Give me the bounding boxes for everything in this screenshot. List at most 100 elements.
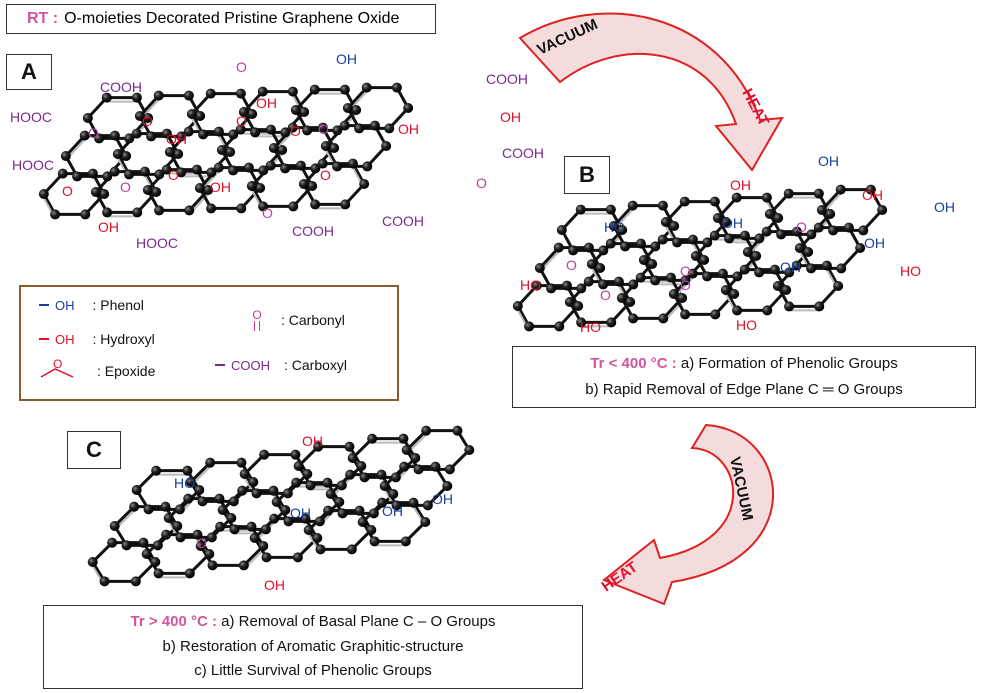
carbon-atom	[250, 127, 261, 138]
carbon-atom	[742, 247, 753, 257]
functional-group-label: OH	[382, 503, 403, 519]
carbon-atom	[143, 113, 154, 123]
carbon-atom	[124, 169, 135, 180]
carbon-atom	[336, 480, 347, 491]
functional-group-label: COOH	[100, 79, 142, 95]
carbon-atom	[153, 90, 164, 101]
carbon-atom	[124, 133, 135, 144]
hydroxyl-symbol: OH	[55, 331, 75, 347]
carbon-atom	[658, 313, 669, 324]
carbon-atom	[531, 280, 542, 291]
carbon-atom	[329, 143, 340, 153]
functional-group-label: O	[236, 59, 247, 75]
carbon-atom	[816, 205, 827, 215]
carbon-atom	[576, 317, 587, 328]
carbon-atom	[82, 113, 93, 123]
carbon-atom	[198, 129, 209, 140]
carbon-atom	[762, 305, 773, 316]
carbon-atom	[858, 225, 869, 236]
carbon-atom	[843, 222, 854, 233]
carbon-atom	[323, 505, 334, 516]
carbon-atom	[182, 465, 193, 476]
carbon-atom	[102, 171, 113, 182]
carbon-atom	[420, 517, 431, 527]
carbon-atom	[322, 477, 333, 488]
carbon-atom	[647, 259, 658, 269]
carbon-atom	[161, 529, 172, 540]
carbon-atom	[650, 241, 661, 252]
functional-group-label: OH	[862, 187, 883, 203]
carbon-atom	[312, 533, 323, 543]
carbon-atom	[586, 259, 597, 269]
carbon-atom	[356, 461, 367, 471]
carbon-atom	[277, 145, 288, 155]
carbon-atom	[421, 425, 432, 436]
carbon-atom	[153, 568, 164, 579]
carbon-atom	[398, 433, 409, 444]
carbon-atom	[258, 165, 269, 176]
cond-b-line2: b) Rapid Removal of Edge Plane C ═ O Gro…	[585, 381, 903, 398]
carbon-atom	[828, 225, 839, 236]
carbon-atom	[226, 513, 237, 523]
carbon-atom	[151, 465, 162, 476]
carbon-atom	[99, 189, 110, 199]
carbon-atom	[347, 158, 358, 169]
carbon-atom	[195, 111, 206, 121]
functional-group-label: OH	[98, 219, 119, 235]
carbon-atom	[164, 147, 175, 157]
carbon-atom	[339, 120, 350, 131]
carbon-atom	[332, 125, 343, 136]
carbon-atom	[215, 521, 226, 532]
carbon-atom	[60, 151, 71, 161]
legend-carboxyl: COOH : Carboxyl	[215, 357, 347, 373]
functional-group-label: HO	[520, 277, 541, 293]
carbon-atom	[282, 488, 293, 499]
carbon-atom	[444, 464, 455, 475]
functional-group-label: OH	[256, 95, 277, 111]
carbon-atom	[174, 504, 185, 515]
carbon-atom	[835, 184, 846, 195]
carbon-atom	[280, 505, 291, 515]
carbon-atom	[598, 279, 609, 290]
carbon-atom	[791, 260, 802, 271]
carbonyl-symbol: O	[252, 308, 262, 322]
legend-carbonyl: O : Carbonyl	[247, 309, 345, 331]
carbon-atom	[717, 268, 728, 279]
carbon-atom	[361, 82, 372, 93]
carbon-atom	[608, 221, 619, 231]
carbon-atom	[390, 472, 401, 483]
carbon-atom	[173, 149, 184, 159]
carbon-atom	[359, 472, 370, 483]
carbon-atom	[430, 461, 441, 472]
carbon-atom	[299, 107, 310, 117]
phenol-symbol: OH	[55, 297, 75, 313]
carbon-atom	[216, 145, 227, 155]
carbon-atom	[206, 203, 217, 214]
carbon-atom	[668, 289, 679, 299]
carbonyl-label: : Carbonyl	[281, 312, 345, 328]
functional-group-label: HOOC	[136, 235, 178, 251]
carbon-atom	[534, 263, 545, 273]
carbon-atom	[677, 293, 688, 303]
carbon-atom	[302, 125, 313, 136]
functional-group-label: OH	[818, 153, 839, 169]
carbon-atom	[665, 272, 676, 283]
carbon-atom	[87, 557, 98, 567]
carbon-atom	[702, 271, 713, 282]
carbon-atom	[206, 532, 217, 543]
carbon-atom	[143, 504, 154, 515]
carbon-atom	[784, 267, 795, 278]
functional-group-label: OH	[864, 235, 885, 251]
carbon-atom	[384, 123, 395, 134]
epoxide-symbol: O	[53, 357, 63, 371]
carbon-atom	[464, 445, 475, 455]
carbon-atom	[702, 237, 713, 248]
carbon-atom	[568, 245, 579, 256]
carbon-atom	[561, 280, 572, 291]
carbon-atom	[217, 505, 228, 515]
carbon-atom	[628, 313, 639, 324]
carbon-atom	[90, 187, 101, 197]
carbon-atom	[295, 160, 306, 171]
functional-group-label: O	[196, 535, 207, 551]
carbon-atom	[781, 285, 792, 295]
